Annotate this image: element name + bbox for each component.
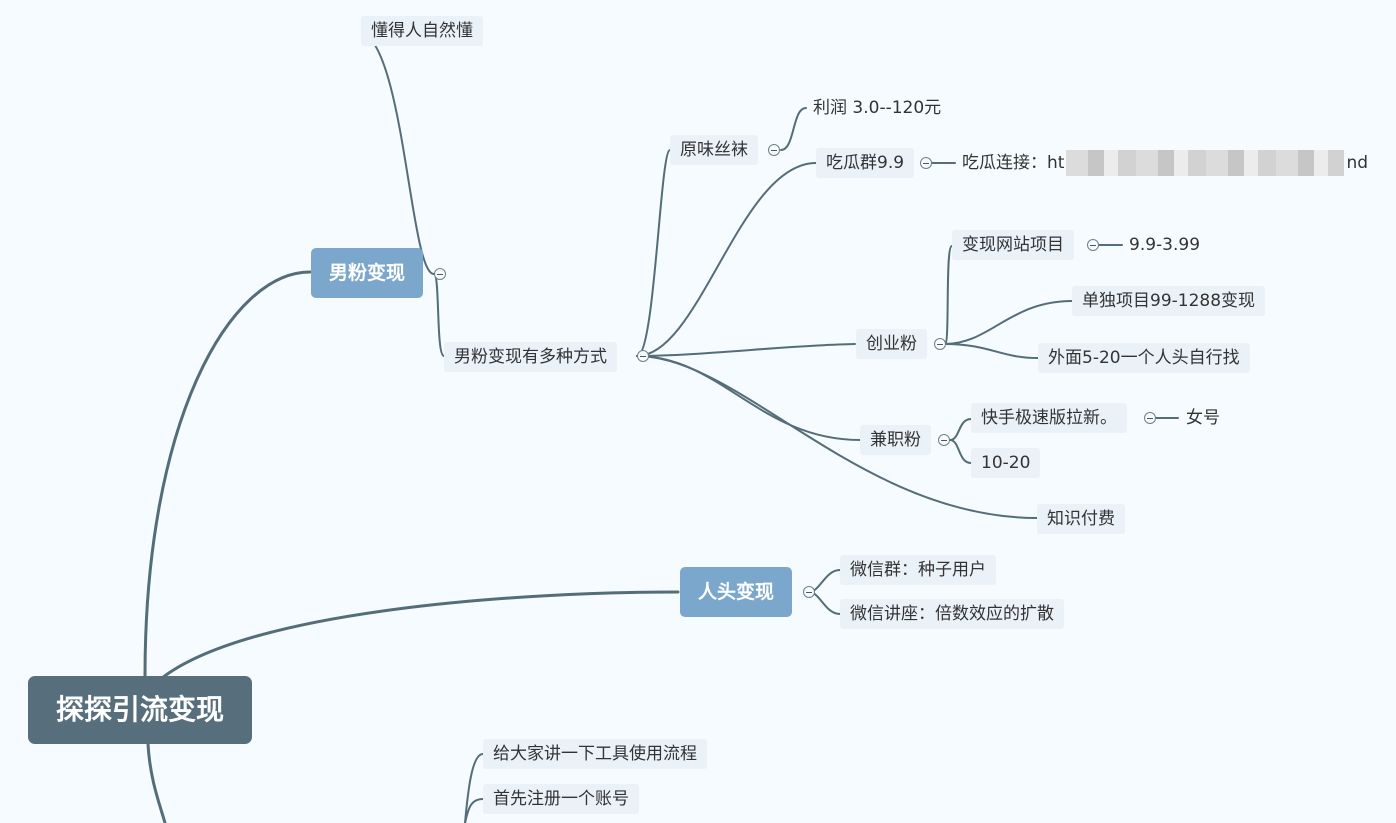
- link-root-head: [160, 590, 680, 680]
- collapse-toggle-socks[interactable]: [768, 144, 780, 156]
- link-tool-intro: [464, 753, 484, 823]
- redacted-url-blur: [1066, 150, 1345, 176]
- link-startup-outside: [944, 343, 1039, 359]
- collapse-toggle-gossip[interactable]: [920, 157, 932, 169]
- link-parttime-kuaishou: [949, 418, 972, 441]
- link-startup-single: [944, 300, 1073, 345]
- topic-kuaishou[interactable]: 快手极速版拉新。: [971, 403, 1127, 433]
- topic-gossip-url[interactable]: 吃瓜连接：ht nd: [956, 148, 1374, 178]
- collapse-toggle-site[interactable]: [1087, 239, 1099, 251]
- collapse-toggle-kuaishou[interactable]: [1144, 412, 1156, 424]
- topic-wechat-lecture[interactable]: 微信讲座：倍数效应的扩散: [840, 599, 1064, 629]
- collapse-toggle-methods[interactable]: [637, 350, 649, 362]
- topic-tool-register[interactable]: 首先注册一个账号: [483, 784, 639, 814]
- link-root-male: [143, 270, 312, 678]
- link-male-methods: [433, 273, 445, 357]
- topic-male-monetization[interactable]: 男粉变现: [311, 248, 424, 298]
- link-methods-gossip: [636, 162, 817, 357]
- root-topic[interactable]: 探探引流变现: [28, 676, 253, 744]
- topic-paid-knowledge[interactable]: 知识付费: [1037, 504, 1125, 534]
- topic-gossip-group[interactable]: 吃瓜群9.9: [816, 148, 915, 178]
- topic-site-price[interactable]: 9.9-3.99: [1129, 235, 1201, 255]
- topic-startup-fans[interactable]: 创业粉: [856, 329, 927, 359]
- topic-male-note[interactable]: 懂得人自然懂: [361, 16, 483, 46]
- link-socks-profit: [780, 107, 807, 151]
- link-parttime-range: [949, 439, 972, 464]
- topic-startup-site[interactable]: 变现网站项目: [952, 230, 1074, 260]
- topic-parttime-fans[interactable]: 兼职粉: [860, 425, 931, 455]
- topic-wechat-group[interactable]: 微信群：种子用户: [840, 555, 996, 585]
- topic-parttime-range[interactable]: 10-20: [971, 448, 1041, 478]
- collapse-toggle-startup[interactable]: [934, 338, 946, 350]
- topic-kuaishou-female[interactable]: 女号: [1186, 408, 1220, 428]
- link-methods-paid: [636, 355, 1038, 519]
- gossip-url-suffix: nd: [1346, 153, 1369, 173]
- collapse-toggle-parttime[interactable]: [938, 434, 950, 446]
- link-root-tool: [146, 742, 167, 823]
- link-methods-startup: [636, 343, 856, 357]
- gossip-url-prefix: 吃瓜连接：ht: [962, 153, 1065, 173]
- topic-head-monetization[interactable]: 人头变现: [680, 567, 793, 617]
- link-startup-site: [944, 245, 953, 345]
- topic-socks-profit[interactable]: 利润 3.0--120元: [813, 98, 942, 118]
- topic-socks[interactable]: 原味丝袜: [670, 135, 758, 165]
- topic-tool-intro[interactable]: 给大家讲一下工具使用流程: [483, 739, 707, 769]
- collapse-toggle-head[interactable]: [803, 586, 815, 598]
- collapse-toggle-male[interactable]: [434, 268, 446, 280]
- topic-startup-outside[interactable]: 外面5-20一个人头自行找: [1038, 343, 1250, 373]
- link-tool-register: [464, 798, 484, 823]
- topic-male-methods[interactable]: 男粉变现有多种方式: [444, 342, 617, 372]
- link-male-note: [361, 31, 435, 275]
- link-methods-socks: [636, 149, 671, 357]
- topic-startup-single[interactable]: 单独项目99-1288变现: [1072, 286, 1266, 316]
